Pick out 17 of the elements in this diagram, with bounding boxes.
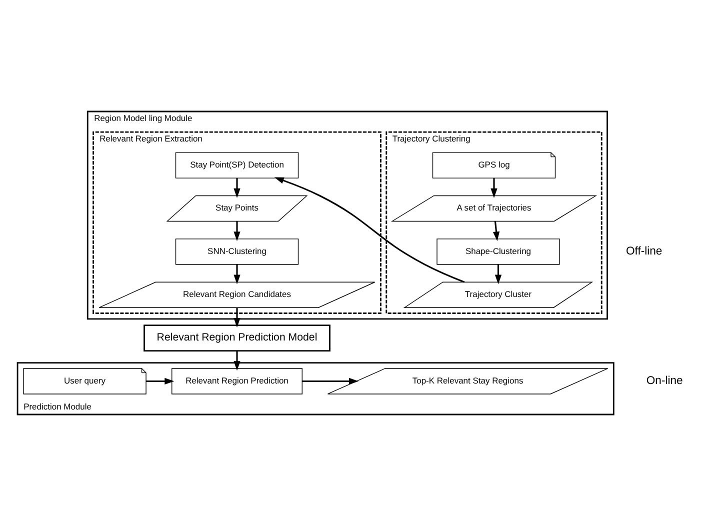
arrow xyxy=(490,178,498,198)
arrow xyxy=(234,350,240,371)
arrow xyxy=(234,178,240,198)
node-box: Shape-Clustering xyxy=(436,238,560,265)
arrow xyxy=(234,308,240,328)
node-box: Relevant Region Prediction Model xyxy=(144,324,330,352)
arrow xyxy=(146,378,174,385)
arrow xyxy=(494,264,502,284)
node-box: Relevant Region Prediction xyxy=(172,368,302,394)
arrow xyxy=(492,221,500,242)
node-box: SNN-Clustering xyxy=(175,238,299,265)
label: Off-line xyxy=(626,245,662,258)
arrow xyxy=(302,378,359,385)
arrow xyxy=(234,264,240,284)
node-box: Stay Point(SP) Detection xyxy=(175,152,299,178)
arrow xyxy=(234,221,240,242)
label: On-line xyxy=(646,374,683,387)
